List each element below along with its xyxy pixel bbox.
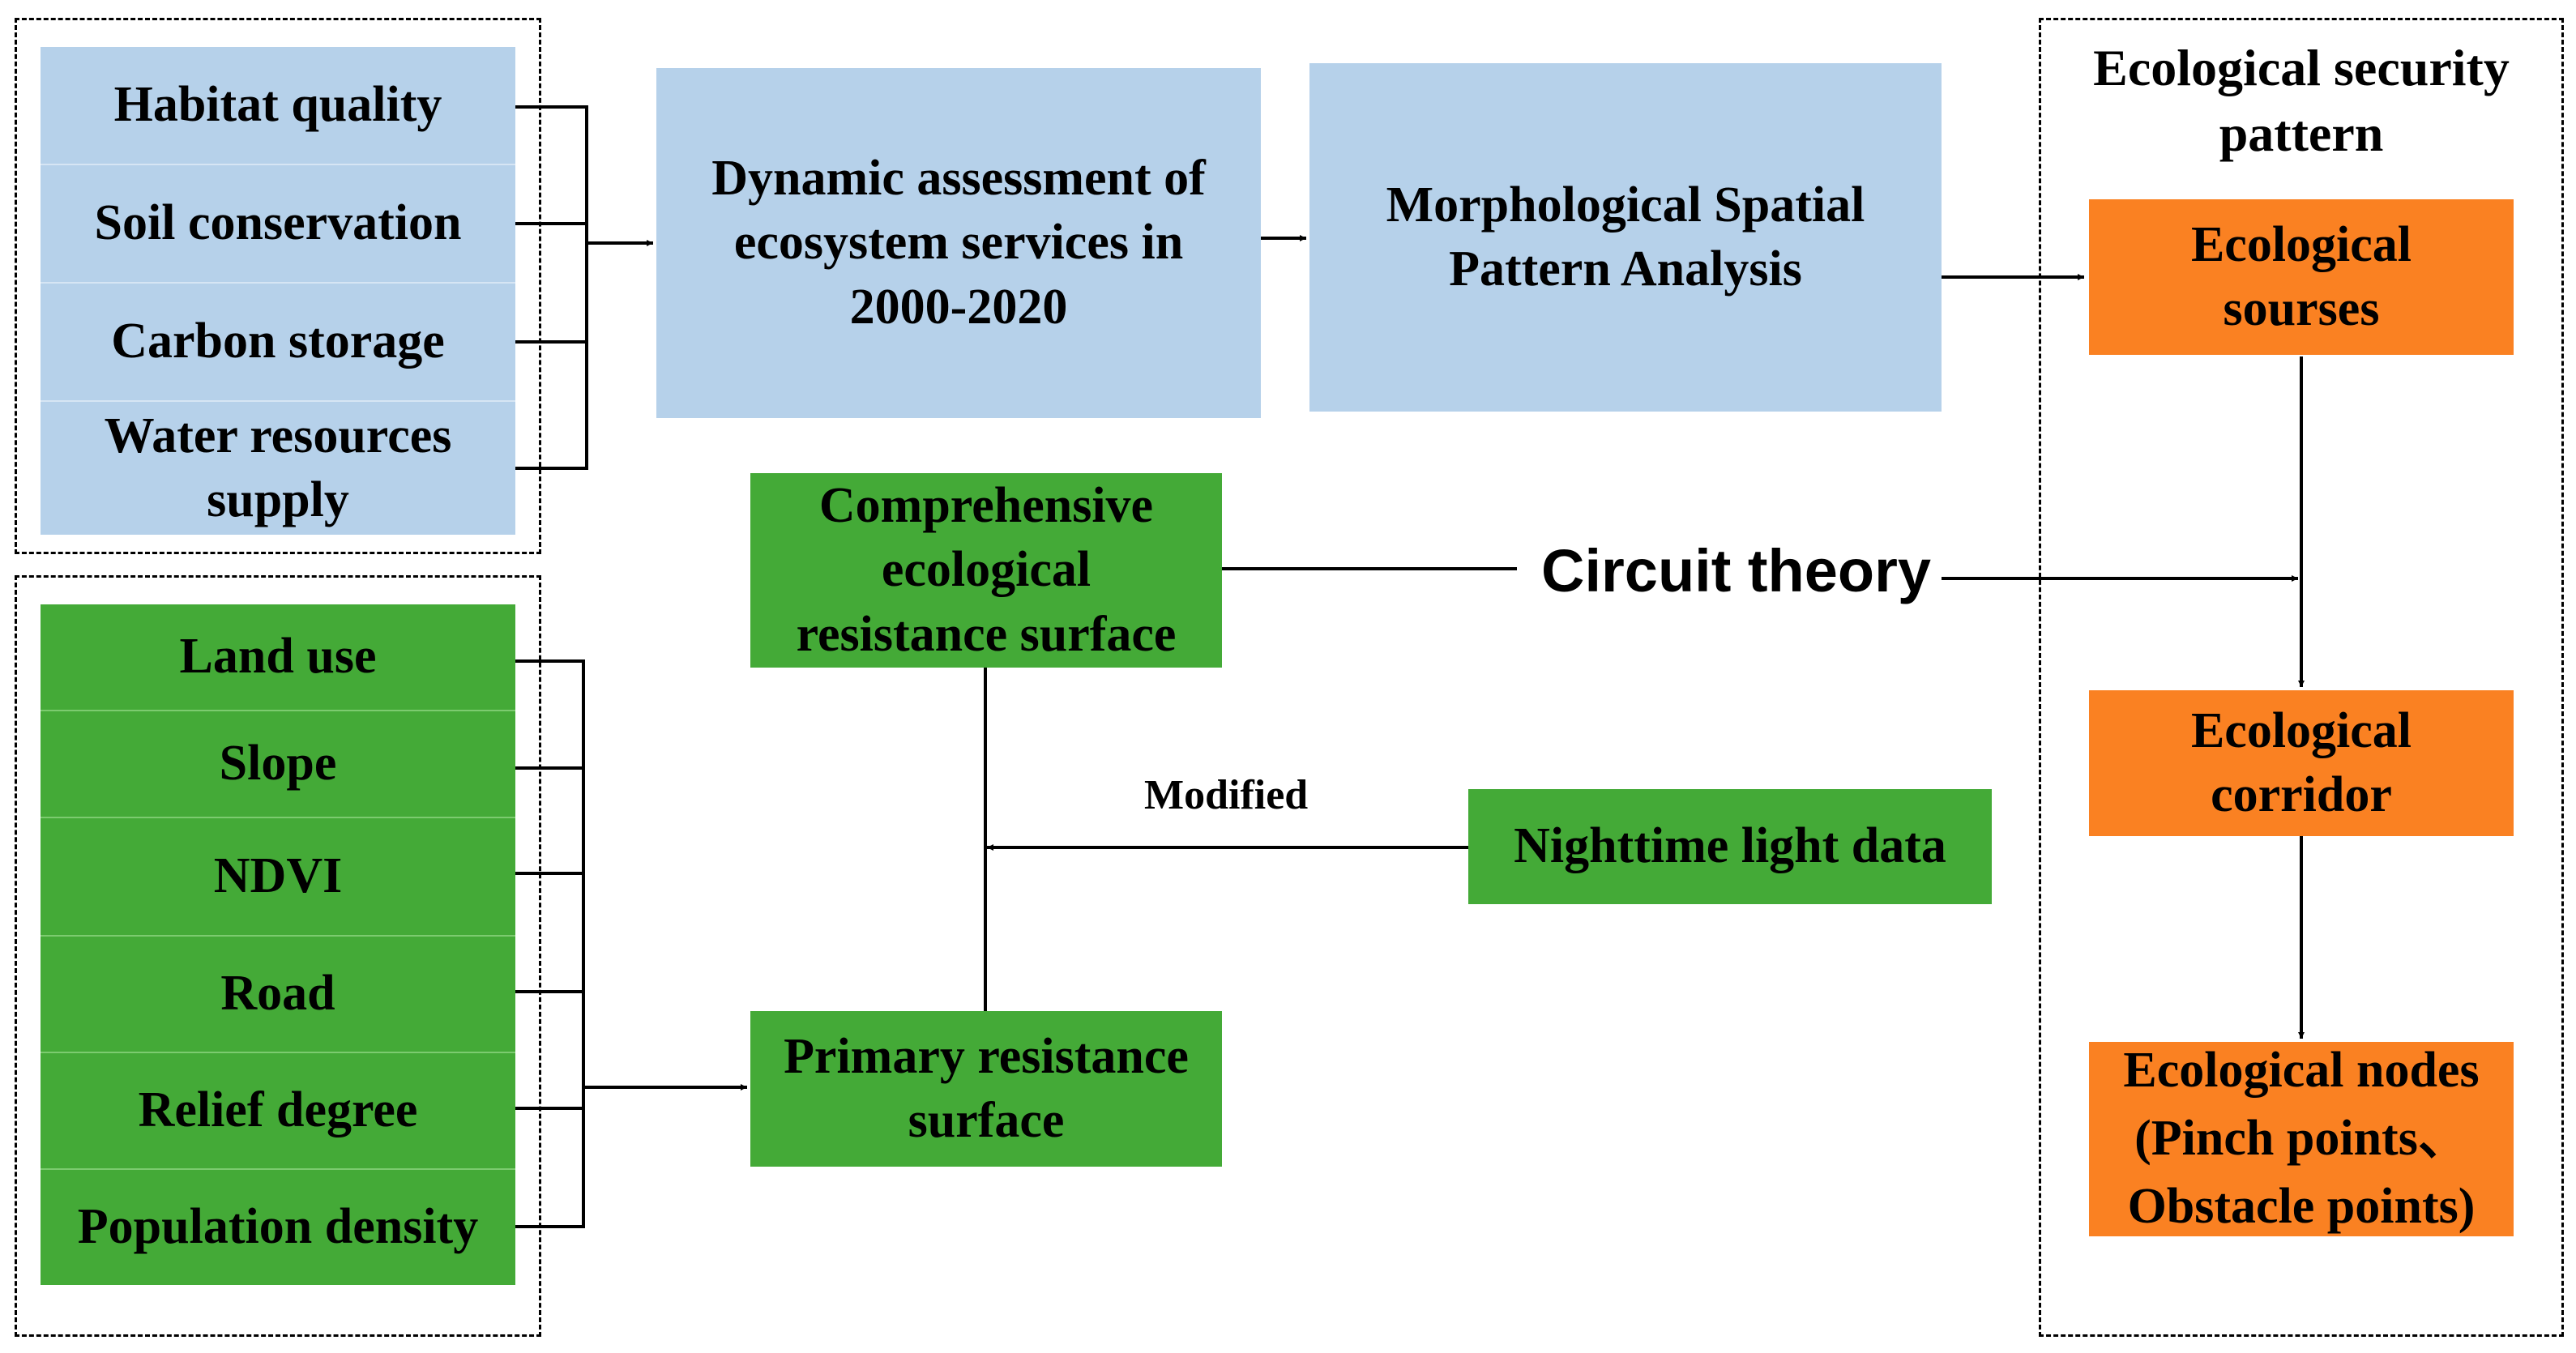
habitat-quality-label: Habitat quality [113,77,442,133]
road-label: Road [220,966,335,1022]
soil-conservation-box: Soil conservation [41,165,515,284]
ecological-corridor-label: Ecological corridor [2190,702,2412,822]
ndvi-label: NDVI [213,848,343,904]
dynamic-assessment-label: Dynamic assessment of ecosystem services… [711,150,1206,335]
primary-surface-label: Primary resistance surface [784,1028,1189,1148]
ecological-sources-label: Ecological sourses [2190,216,2412,336]
nighttime-light-label: Nighttime light data [1514,818,1946,874]
modified-label: Modified [1144,772,1309,818]
water-resources-supply-label: Water resources supply [104,408,452,527]
dynamic-assessment-box: Dynamic assessment of ecosystem services… [656,68,1261,418]
security-pattern-frame [2039,18,2564,1337]
nighttime-light-box: Nighttime light data [1468,789,1992,904]
slope-box: Slope [41,711,515,818]
ecological-nodes-box: Ecological nodes (Pinch points、Obstacle … [2089,1042,2514,1236]
ecological-sources-box: Ecological sourses [2089,199,2514,355]
ndvi-box: NDVI [41,818,515,937]
carbon-storage-box: Carbon storage [41,284,515,402]
comprehensive-surface-box: Comprehensive ecological resistance surf… [750,473,1222,668]
factors-bracket [515,659,585,1228]
ecological-nodes-label: Ecological nodes (Pinch points、Obstacle … [2123,1043,2480,1234]
mspa-box: Morphological Spatial Pattern Analysis [1309,63,1942,412]
factors-group-frame [15,575,541,1337]
slope-label: Slope [219,736,337,792]
population-density-box: Population density [41,1170,515,1285]
services-group-frame [15,18,541,554]
habitat-quality-box: Habitat quality [41,47,515,165]
road-box: Road [41,937,515,1053]
primary-surface-box: Primary resistance surface [750,1011,1222,1167]
services-bracket [515,105,588,470]
comprehensive-surface-label: Comprehensive ecological resistance surf… [796,477,1177,662]
population-density-label: Population density [77,1199,479,1255]
ecological-corridor-box: Ecological corridor [2089,690,2514,836]
relief-degree-box: Relief degree [41,1053,515,1170]
mspa-label: Morphological Spatial Pattern Analysis [1386,177,1865,297]
relief-degree-label: Relief degree [138,1082,418,1138]
water-resources-supply-box: Water resources supply [41,402,515,535]
land-use-label: Land use [179,629,377,685]
soil-conservation-label: Soil conservation [94,195,462,251]
land-use-box: Land use [41,604,515,711]
security-pattern-title: Ecological security pattern [2093,39,2510,162]
circuit-theory-label: Circuit theory [1541,537,1932,604]
carbon-storage-label: Carbon storage [111,314,445,369]
